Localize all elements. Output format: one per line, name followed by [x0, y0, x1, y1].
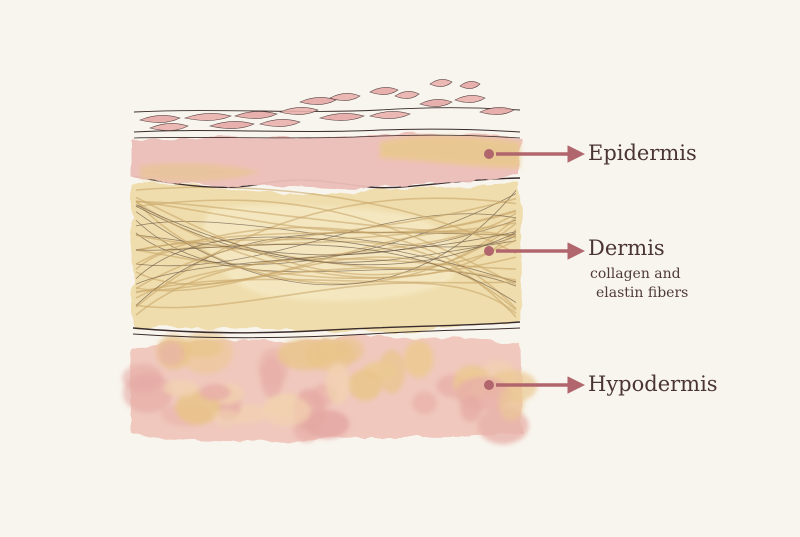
skin-flake	[329, 93, 361, 101]
dermis-bottom-line-2	[132, 327, 521, 339]
stratum-line	[133, 128, 521, 133]
collagen-fiber	[135, 209, 517, 251]
collagen-fiber	[135, 278, 517, 294]
epidermis-layer	[132, 79, 521, 189]
collagen-fiber	[135, 231, 517, 285]
collagen-fiber	[135, 200, 517, 285]
dermis-layer	[132, 175, 522, 339]
dermis-pointer	[484, 242, 585, 260]
skin-flake	[454, 95, 486, 103]
skin-flake	[419, 99, 453, 107]
skin-flake	[394, 91, 420, 99]
epidermis-gold	[380, 135, 520, 168]
collagen-fiber	[135, 221, 517, 248]
dermis-note-line-2: elastin fibers	[596, 285, 689, 301]
collagen-fiber	[135, 244, 517, 303]
dermis-dot	[484, 246, 494, 256]
skin-flake	[479, 107, 515, 115]
corneocyte-flakes	[139, 79, 515, 131]
skin-flake	[149, 123, 189, 131]
skin-flake	[208, 121, 255, 129]
fat-cell	[199, 384, 231, 401]
hypodermis-label: Hypodermis	[588, 372, 718, 396]
fat-cell	[403, 340, 434, 378]
dermis-bottom-line	[132, 321, 521, 334]
collagen-fibers	[135, 186, 517, 318]
fat-cell	[315, 340, 350, 362]
fat-cell	[304, 409, 350, 439]
fat-cell	[262, 396, 311, 427]
fat-cell	[163, 380, 199, 397]
collagen-fiber	[135, 186, 517, 255]
fat-cell	[122, 373, 173, 413]
fat-cell	[498, 385, 525, 421]
collagen-fiber	[135, 236, 517, 283]
skin-flake	[183, 113, 232, 121]
fat-cell	[213, 409, 240, 427]
collagen-fiber	[135, 212, 517, 299]
collagen-fiber	[135, 205, 517, 263]
fat-cell	[325, 362, 351, 404]
collagen-fiber	[135, 200, 517, 279]
hypodermis-pointer	[484, 376, 585, 394]
epidermis-dot	[484, 149, 494, 159]
skin-flake	[233, 111, 278, 119]
fat-cell	[180, 338, 223, 358]
fat-cell	[157, 341, 185, 367]
stratum-line-2	[133, 134, 521, 139]
epidermis-gold-2	[140, 163, 260, 182]
hypodermis-layer	[122, 330, 538, 445]
skin-flake	[429, 79, 453, 87]
fat-cell	[348, 369, 382, 401]
collagen-fiber	[135, 197, 517, 308]
epidermis-label: Epidermis	[588, 141, 697, 165]
stratum-line-3	[133, 107, 521, 113]
fat-cell	[459, 395, 482, 422]
dermis-note-line-1: collagen and	[590, 266, 681, 282]
collagen-fiber	[135, 282, 517, 314]
hypodermis-dot	[484, 380, 494, 390]
collagen-fiber	[135, 199, 517, 286]
epidermis-pointer	[484, 145, 585, 163]
skin-flake	[318, 113, 365, 121]
skin-flake	[369, 87, 399, 95]
collagen-fiber	[135, 230, 517, 286]
collagen-fiber	[135, 231, 517, 306]
collagen-fiber	[135, 213, 517, 267]
skin-flake	[259, 119, 301, 127]
dermis-label: Dermis	[588, 236, 665, 260]
skin-flake	[139, 115, 181, 123]
skin-flake	[279, 107, 319, 115]
collagen-fiber	[135, 249, 517, 280]
skin-flake	[369, 111, 411, 119]
skin-flake	[459, 81, 481, 89]
skin-flake	[299, 97, 337, 105]
fat-cell	[412, 391, 438, 414]
collagen-fiber	[135, 221, 517, 252]
collagen-fiber	[135, 197, 517, 290]
collagen-fiber	[135, 267, 517, 293]
collagen-fiber	[135, 200, 517, 237]
